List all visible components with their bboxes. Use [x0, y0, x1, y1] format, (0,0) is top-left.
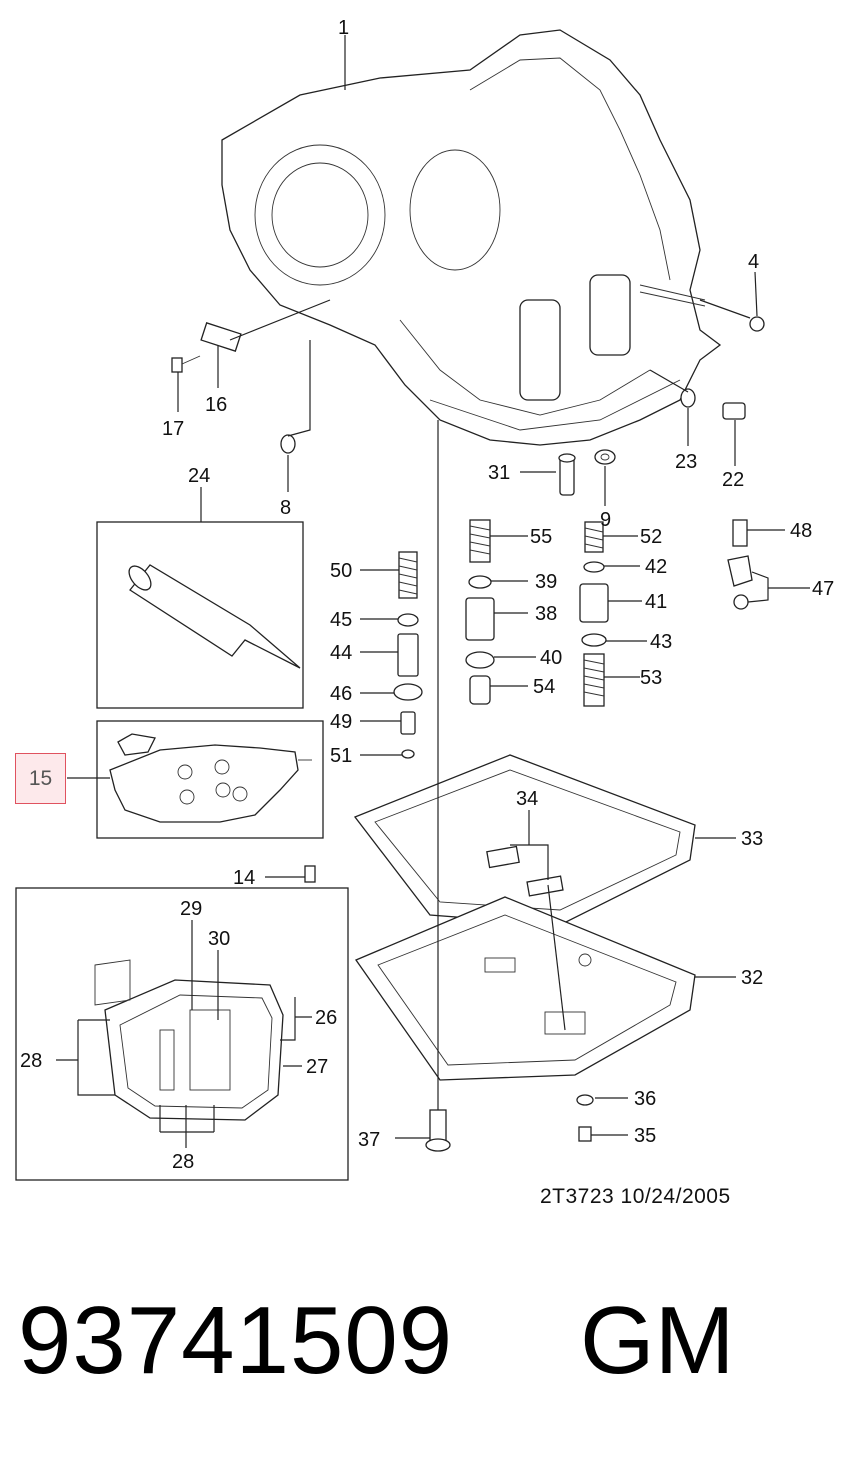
callout-8: 8: [280, 497, 291, 519]
callout-29: 29: [180, 898, 202, 920]
part-number: 93741509: [18, 1287, 454, 1394]
bolt-part-37: [425, 1109, 451, 1152]
brand-label: GM: [580, 1287, 735, 1394]
callout-54: 54: [533, 676, 555, 698]
callout-30: 30: [208, 928, 230, 950]
pan-gasket: [353, 754, 696, 926]
callout-27: 27: [306, 1056, 328, 1078]
callout-4: 4: [748, 251, 759, 273]
callout-24: 24: [188, 465, 210, 487]
callout-28-left: 28: [20, 1050, 42, 1072]
inset-box: [15, 887, 349, 1181]
callout-43: 43: [650, 631, 672, 653]
callout-45: 45: [330, 609, 352, 631]
washer-part-9: [594, 449, 616, 465]
bolt-part-17: [171, 355, 201, 373]
callout-15-highlighted[interactable]: 15: [28, 767, 53, 790]
callout-53: 53: [640, 667, 662, 689]
callout-26: 26: [315, 1007, 337, 1029]
callout-33: 33: [741, 828, 763, 850]
valve-stack-middle: [465, 519, 495, 705]
callout-17: 17: [162, 418, 184, 440]
leader-lines: [56, 35, 810, 1148]
callout-55: 55: [530, 526, 552, 548]
callout-42: 42: [645, 556, 667, 578]
valve-stack-left: [393, 551, 423, 759]
transmission-case: [221, 29, 722, 446]
callout-39: 39: [535, 571, 557, 593]
callout-31: 31: [488, 462, 510, 484]
callout-50: 50: [330, 560, 352, 582]
callout-41: 41: [645, 591, 667, 613]
gasket-part-16: [200, 322, 242, 352]
callout-36: 36: [634, 1088, 656, 1110]
callout-35: 35: [634, 1125, 656, 1147]
callout-32: 32: [741, 967, 763, 989]
plug-part-22: [722, 402, 746, 420]
callout-23: 23: [675, 451, 697, 473]
callout-22: 22: [722, 469, 744, 491]
washer-part-36: [576, 1094, 594, 1106]
callout-49: 49: [330, 711, 352, 733]
callout-51: 51: [330, 745, 352, 767]
oring-part-23: [680, 388, 696, 408]
fitting-part-31: [558, 453, 576, 496]
callout-37: 37: [358, 1129, 380, 1151]
callout-52: 52: [640, 526, 662, 548]
oil-pan: [355, 896, 696, 1081]
bolt-part-14: [304, 865, 316, 883]
callout-34: 34: [516, 788, 538, 810]
callout-16: 16: [205, 394, 227, 416]
callout-47: 47: [812, 578, 834, 600]
callout-44: 44: [330, 642, 352, 664]
callout-1: 1: [338, 17, 349, 39]
callout-9: 9: [600, 509, 611, 531]
drawing-code: 2T3723 10/24/2005: [540, 1185, 731, 1208]
callout-46: 46: [330, 683, 352, 705]
callout-labels: 1 4 16 17 23 22 31 24 8 9 55 52 48 50 39…: [20, 17, 834, 1173]
bolt-part-35: [578, 1126, 592, 1142]
callout-48: 48: [790, 520, 812, 542]
callout-28-bottom: 28: [172, 1151, 194, 1173]
callout-40: 40: [540, 647, 562, 669]
filter-box: [96, 720, 324, 839]
callout-38: 38: [535, 603, 557, 625]
nut-part-4: [749, 316, 765, 332]
solenoid-part-47: [727, 519, 753, 610]
sealant-box: [96, 521, 304, 709]
washer-part-8: [280, 434, 296, 454]
valve-stack-right: [579, 521, 609, 707]
highlight-box-15: [15, 753, 66, 804]
callout-14: 14: [233, 867, 255, 889]
